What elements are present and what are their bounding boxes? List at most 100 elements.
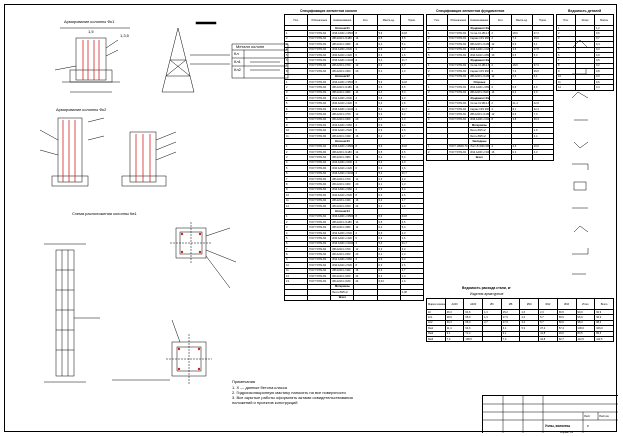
legend-table xyxy=(231,43,289,79)
table-cell xyxy=(353,294,378,301)
summary-header-cell: Ø6 xyxy=(482,298,502,310)
table-cell xyxy=(399,294,425,301)
summary-header-cell: Ø8 xyxy=(500,298,521,310)
table-cell xyxy=(531,154,555,161)
table-cell xyxy=(425,154,449,161)
spec2-header-cell: Масса ед. xyxy=(510,14,533,26)
dimension-label-top2: 1,3,5 xyxy=(120,33,129,38)
table-cell: 112,5 xyxy=(594,335,614,343)
table-row: Всего xyxy=(283,294,425,301)
summary-table: Марка элементаA240A400Ø6Ø8Ø10Ø12Ø16Итого… xyxy=(426,298,614,343)
summary-header-cell: A240 xyxy=(444,298,465,310)
table-cell: 112,5 xyxy=(575,335,596,343)
note-3: 3. Все скрытые работы оформлять актами о… xyxy=(232,395,353,400)
legend-row-2: Кл1 xyxy=(234,59,241,64)
spec1-header-cell: Масса ед. xyxy=(376,14,401,26)
summary-header-cell: Ø12 xyxy=(538,298,558,310)
summary-header-row: Марка элементаA240A400Ø6Ø8Ø10Ø12Ø16Итого… xyxy=(426,298,614,310)
notes-heading: Примечания xyxy=(232,379,256,384)
spec3-header-cell: Поз. xyxy=(556,14,576,26)
drawing-frame xyxy=(4,4,617,432)
summary-header-cell: Марка элемента xyxy=(426,298,446,310)
table-cell: Всего xyxy=(330,294,355,301)
table-cell: Всего xyxy=(468,154,491,161)
spec2-title: Спецификация элементов фундаментов xyxy=(436,9,505,13)
stamp-title: Узлы, колонны xyxy=(545,424,571,428)
legend-row-1: Кл xyxy=(234,51,239,56)
table-cell xyxy=(510,154,533,161)
table-cell xyxy=(283,294,309,301)
table-cell xyxy=(519,335,540,343)
spec2-header-cell: Наименование xyxy=(468,14,491,26)
spec1-header-cell: Наименование xyxy=(330,14,355,26)
note-1: 1. Х — данные бетона класса xyxy=(232,385,287,390)
summary-header-cell: Ø16 xyxy=(556,298,577,310)
detail-column-top xyxy=(54,27,130,93)
view3-title: Схема расположения колонны Кв1 xyxy=(72,211,137,216)
stamp-stage-label: Лист xyxy=(584,414,591,418)
summary-subtitle: Изделия арматурные xyxy=(470,292,504,296)
view1-title: Армирование колонны Фк1 xyxy=(64,19,115,24)
table-cell: 62,7 xyxy=(556,335,577,343)
dimension-label-top: 1,5 xyxy=(88,29,94,34)
view2-title: Армирование колонны Фк2 xyxy=(56,107,107,112)
spec2-header-cell: Кол. xyxy=(489,14,512,26)
spec2-header-cell: Прим. xyxy=(531,14,555,26)
table-cell: 42,8 xyxy=(538,335,558,343)
note-4: положений и проектов конструкций xyxy=(232,400,298,405)
spec3-title: Ведомость деталей xyxy=(568,9,602,13)
summary-header-cell: A400 xyxy=(463,298,484,310)
table-cell: 12 xyxy=(556,84,576,91)
spec3-header-cell: Эскиз xyxy=(575,14,595,26)
table-cell: 0,4 xyxy=(594,84,614,91)
title-block-grid xyxy=(483,396,618,433)
table-cell xyxy=(482,335,502,343)
table-row: Всего xyxy=(425,154,555,161)
spec1-header-cell: Прим. xyxy=(399,14,425,26)
detail-column-middle-left xyxy=(39,117,105,187)
summary-header-cell: Итого xyxy=(575,298,596,310)
column-elevation xyxy=(44,243,170,383)
section-view-bottom xyxy=(166,319,212,384)
truss-sketch xyxy=(161,27,230,93)
spec1-header-cell: Обозначение xyxy=(307,14,332,26)
legend-title: Металл колонн xyxy=(236,44,265,49)
table-cell: 7,0 xyxy=(444,335,465,343)
detail-column-middle-right xyxy=(121,131,177,187)
stamp-sheets-label: Листов xyxy=(599,414,609,418)
spec3-header-cell: Масса xyxy=(594,14,614,26)
note-2: 2. Гидроизоляционную мастику наносить на… xyxy=(232,390,346,395)
spec2-header-cell: Обозначение xyxy=(447,14,470,26)
title-block: Лист Листов Р Узлы, колонны xyxy=(482,395,618,433)
spec1-header-cell: Кол. xyxy=(353,14,378,26)
section-view-top xyxy=(170,222,237,289)
spec1-title: Спецификация элементов колонн xyxy=(300,9,358,13)
table-cell xyxy=(307,294,332,301)
format-label: Формат A3 xyxy=(560,431,574,434)
stamp-stage: Р xyxy=(587,424,590,428)
